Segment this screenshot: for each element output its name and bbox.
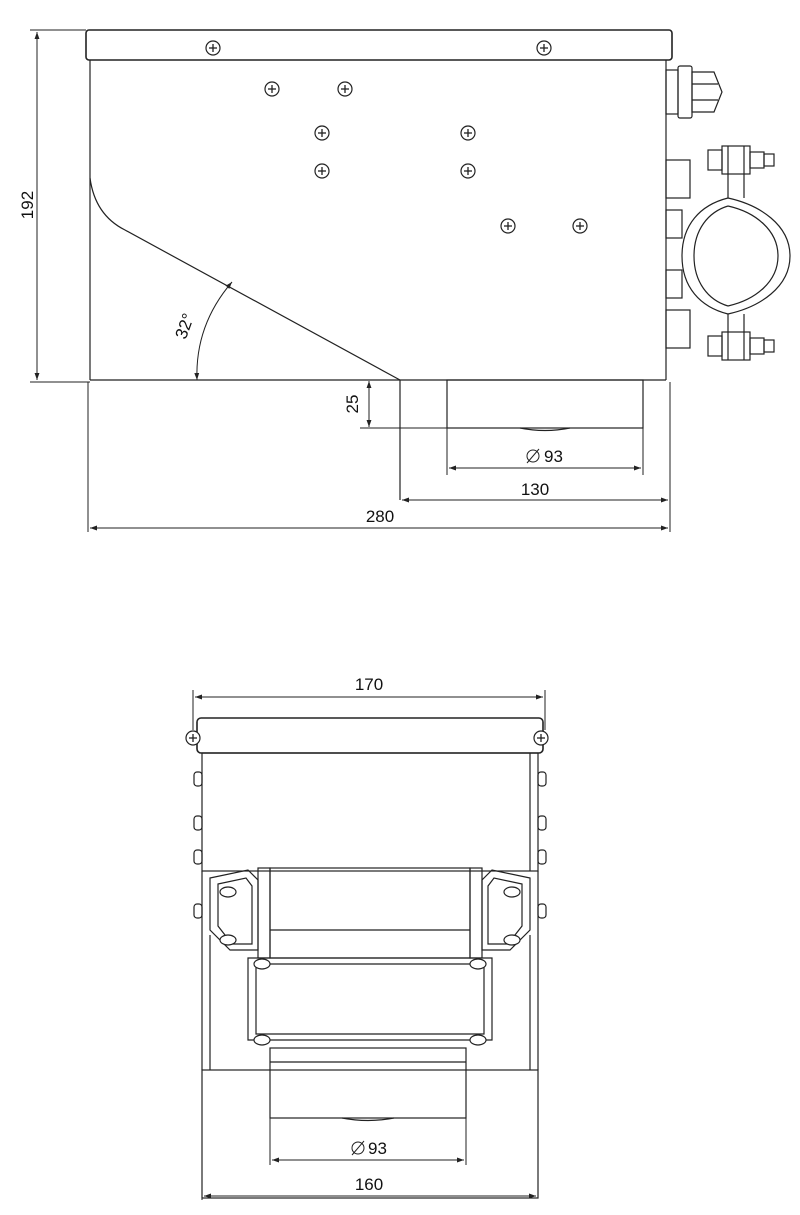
- screw-icon: [264, 81, 280, 97]
- screw-icon: [314, 163, 330, 179]
- mount-bracket-left: [209, 867, 271, 959]
- dim-label-130: 130: [521, 480, 549, 499]
- screw-icon: [533, 730, 549, 746]
- diameter-icon: [526, 448, 540, 464]
- dim-label-192: 192: [18, 191, 37, 219]
- dimension-width-top: 170: [192, 675, 546, 730]
- screw-icon: [314, 125, 330, 141]
- dim-label-93-front: 93: [368, 1139, 387, 1158]
- side-studs: [193, 771, 547, 919]
- front-view: 170 93 160: [185, 675, 549, 1200]
- dim-label-160: 160: [355, 1175, 383, 1194]
- junction-box: [247, 867, 493, 1046]
- dim-label-280: 280: [366, 507, 394, 526]
- screw-icon: [337, 81, 353, 97]
- front-lid: [196, 717, 544, 754]
- cable-gland-icon: [665, 65, 723, 119]
- dimension-diameter-side: 93: [446, 428, 644, 475]
- dimension-diameter-front: 93: [269, 1118, 467, 1165]
- diameter-icon: [351, 1140, 365, 1156]
- dimension-height: 192: [18, 29, 90, 383]
- dimension-length: 280: [87, 382, 668, 532]
- screw-icon: [460, 163, 476, 179]
- dim-label-angle: 32°: [172, 311, 199, 342]
- screw-icon: [572, 218, 588, 234]
- dimension-mount: 130: [402, 382, 671, 532]
- screw-icon: [205, 40, 221, 56]
- dimension-width-bottom: 160: [201, 1175, 536, 1200]
- screw-icon: [536, 40, 552, 56]
- screw-icon: [500, 218, 516, 234]
- dimension-depth: 25: [343, 381, 447, 429]
- dim-label-93-side: 93: [544, 447, 563, 466]
- front-body: [201, 752, 539, 872]
- mount-bracket-right: [469, 867, 531, 959]
- pipe-clamp-icon: [665, 145, 791, 361]
- front-lens-window: [269, 1047, 467, 1122]
- screw-icon: [185, 730, 201, 746]
- dimension-angle: 32°: [172, 281, 233, 381]
- housing-lid: [85, 29, 673, 61]
- dim-label-25: 25: [343, 395, 362, 414]
- dim-label-170: 170: [355, 675, 383, 694]
- side-view: 192 32° 25 93 130: [18, 29, 791, 532]
- screw-icon: [460, 125, 476, 141]
- lens-window: [399, 379, 644, 500]
